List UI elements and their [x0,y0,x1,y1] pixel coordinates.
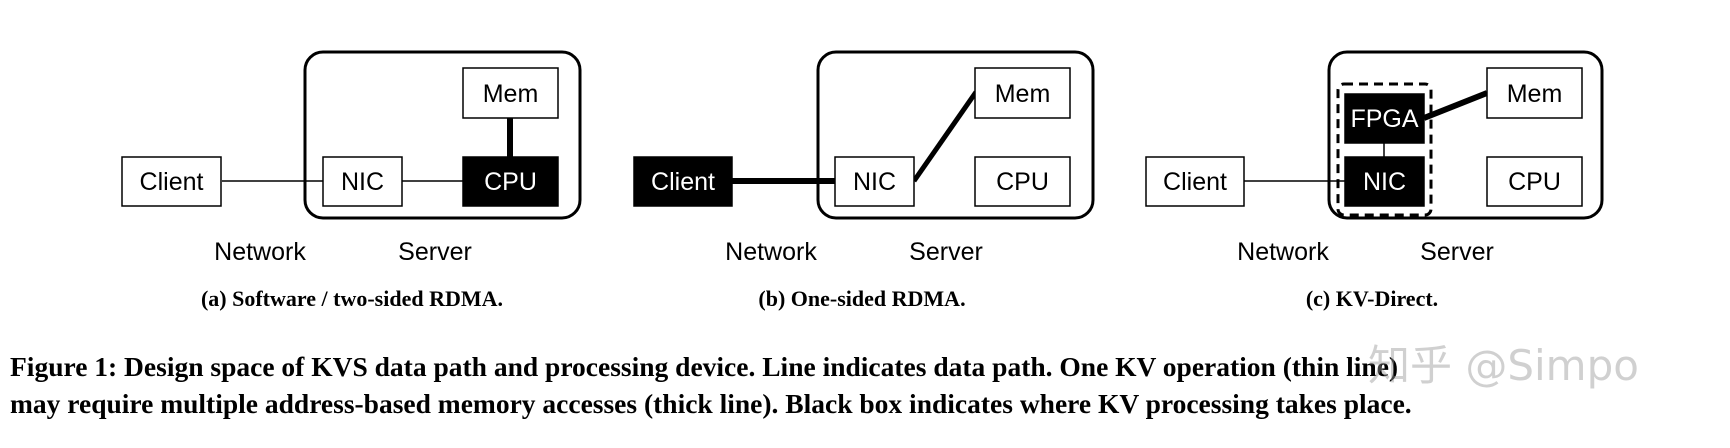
mem-label: Mem [483,80,539,108]
network-label: Network [1237,238,1329,266]
figure-caption: Figure 1: Design space of KVS data path … [10,348,1725,422]
mem-box [1486,67,1583,119]
panel-b: Client NIC CPU Mem Network Server (b) On… [633,50,1095,311]
server-box [303,50,582,220]
panel-c: Client FPGA NIC CPU Mem Network Server (… [1145,50,1604,311]
cpu-box [1486,156,1583,207]
network-label: Network [725,238,817,266]
mem-label: Mem [1507,80,1563,108]
mem-box [462,67,559,119]
nic-label: NIC [1363,168,1406,196]
client-label: Client [1163,168,1227,196]
cpu-label: CPU [484,168,537,196]
nic-box [1344,156,1425,207]
server-label: Server [398,238,472,266]
panel-a: Client NIC CPU Mem Network Server (a) So… [121,50,582,311]
client-box [121,156,222,207]
cpu-label: CPU [1508,168,1561,196]
nic-mem-link [911,90,979,183]
caption-line-2: may require multiple address-based memor… [10,388,1412,419]
server-label: Server [909,238,983,266]
watermark: 知乎 @Simpo [1368,341,1639,390]
fpga-nic-dashed-group [1336,82,1433,217]
client-box [1145,156,1245,207]
server-box [816,50,1095,220]
nic-box [322,156,403,207]
mem-label: Mem [995,80,1051,108]
cpu-label: CPU [996,168,1049,196]
fpga-label: FPGA [1350,105,1418,133]
caption-line-1: Figure 1: Design space of KVS data path … [10,351,1399,382]
fpga-mem-link [1422,90,1489,121]
nic-label: NIC [341,168,384,196]
subcaption-b: (b) One-sided RDMA. [758,286,965,311]
cpu-box [974,156,1071,207]
cpu-box [462,156,559,207]
client-label: Client [651,168,715,196]
client-label: Client [140,168,204,196]
network-label: Network [214,238,306,266]
mem-box [974,67,1071,119]
server-label: Server [1420,238,1494,266]
fpga-box [1344,93,1425,144]
server-box [1327,50,1604,220]
client-box [633,156,733,207]
subcaption-c: (c) KV-Direct. [1306,286,1438,311]
subcaption-a: (a) Software / two-sided RDMA. [201,286,503,311]
nic-label: NIC [853,168,896,196]
nic-box [834,156,915,207]
